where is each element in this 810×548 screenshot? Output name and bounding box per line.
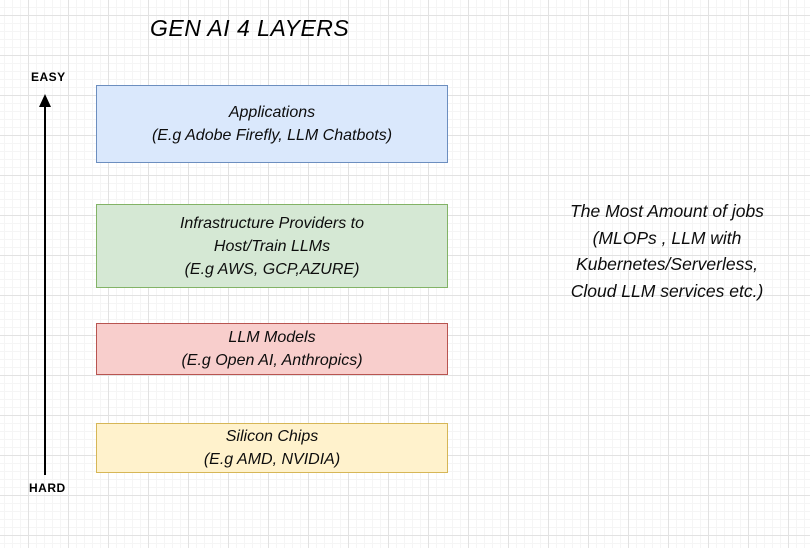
annotation-line: The Most Amount of jobs [570,201,764,221]
jobs-annotation: The Most Amount of jobs (MLOPs , LLM wit… [533,198,801,304]
layer-box-silicon-chips: Silicon Chips (E.g AMD, NVIDIA) [96,423,448,473]
layer-box-infrastructure-providers: Infrastructure Providers to Host/Train L… [96,204,448,288]
page-title: GEN AI 4 LAYERS [150,15,350,41]
annotation-line: Kubernetes/Serverless, [576,254,758,274]
layer-line: Infrastructure Providers to [179,214,365,232]
layer-line: Silicon Chips [225,428,319,445]
difficulty-axis-line [44,106,46,475]
arrow-up-icon [39,94,51,107]
layer-box-llm-models: LLM Models (E.g Open AI, Anthropics) [96,323,448,375]
layer-line: LLM Models [228,329,316,346]
layer-line: (E.g AWS, GCP,AZURE) [184,260,360,278]
annotation-line: (MLOPs , LLM with [592,227,742,248]
layer-box-applications: Applications (E.g Adobe Firefly, LLM Cha… [96,85,448,163]
layer-line: (E.g AMD, NVIDIA) [203,451,341,468]
annotation-line: Cloud LLM services etc.) [570,280,764,301]
layer-line: (E.g Open AI, Anthropics) [181,352,363,369]
layer-line: (E.g Adobe Firefly, LLM Chatbots) [151,127,393,144]
layer-line: Applications [228,104,316,121]
axis-label-easy: EASY [31,70,66,84]
axis-label-hard: HARD [29,481,66,495]
layer-line: Host/Train LLMs [213,237,331,255]
